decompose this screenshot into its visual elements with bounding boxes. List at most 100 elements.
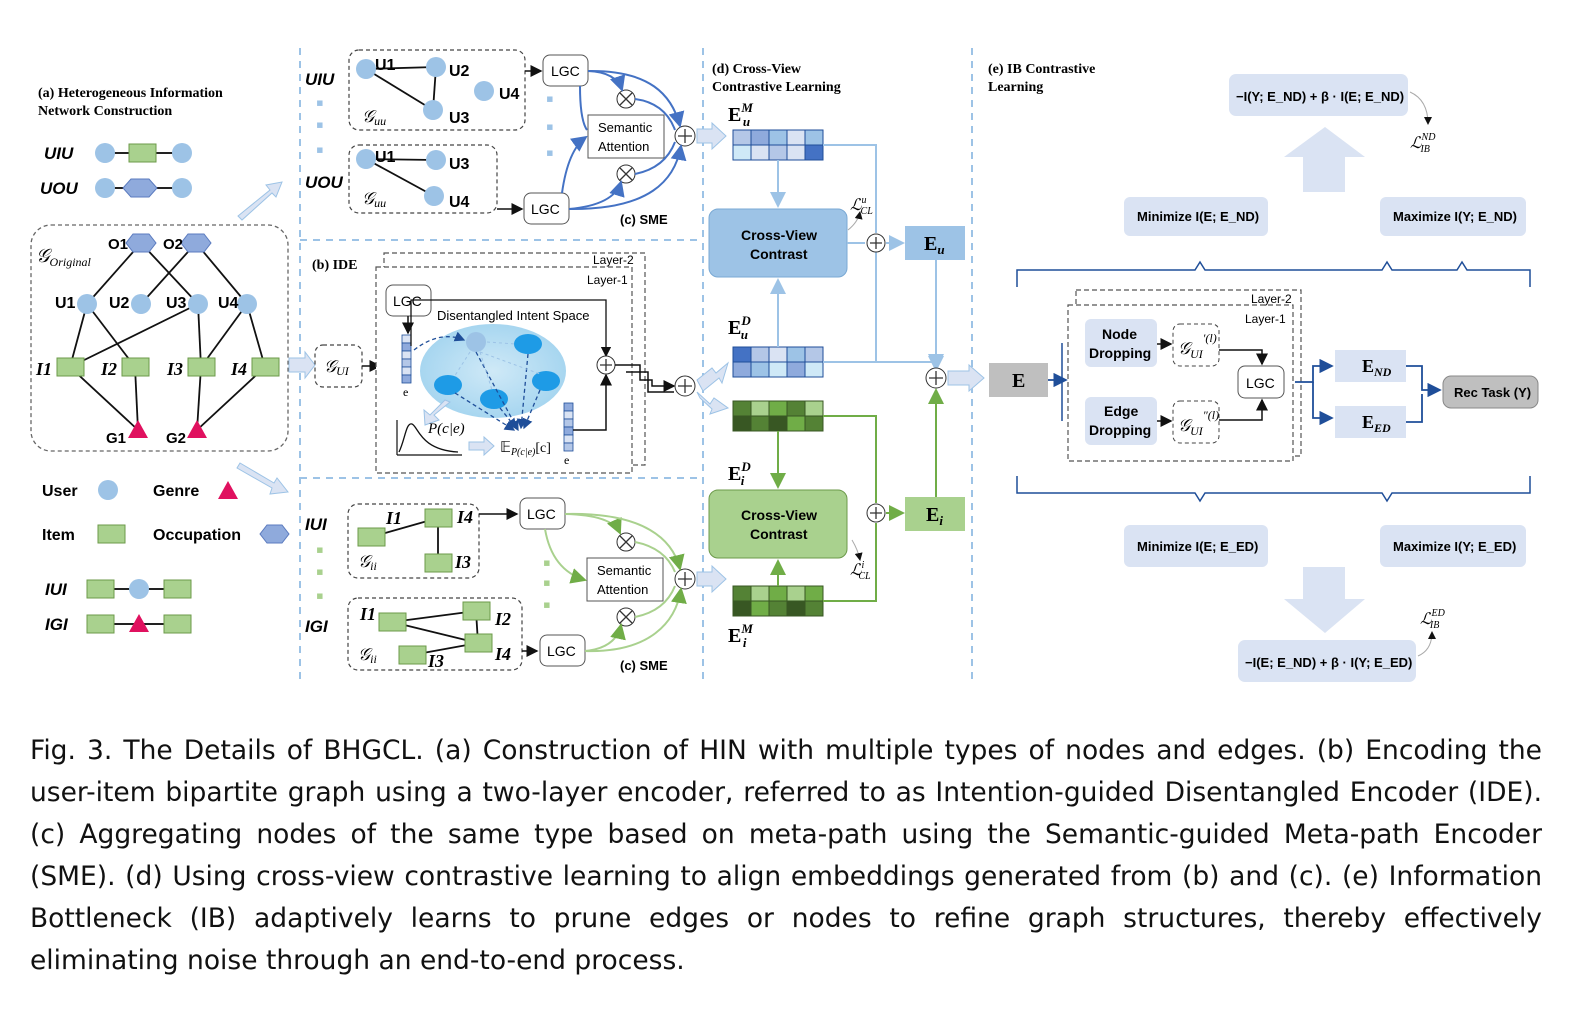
up-arrow	[1284, 127, 1365, 192]
svg-text:I3: I3	[427, 651, 444, 671]
node-dropping-block	[1085, 319, 1157, 367]
panel-a-title-2: Network Construction	[38, 104, 172, 119]
user-label: U3	[166, 295, 187, 312]
svg-text:E: E	[1012, 370, 1025, 392]
svg-text:LGC: LGC	[527, 506, 556, 522]
svg-text:Layer-1: Layer-1	[587, 273, 628, 287]
svg-text:Layer-1: Layer-1	[1245, 312, 1286, 326]
eed-box	[1335, 406, 1406, 438]
ib-objective-bottom	[1238, 640, 1416, 682]
embedding-intent-vector	[563, 402, 574, 452]
svg-text:(d) Cross-View: (d) Cross-View	[712, 62, 802, 77]
svg-text:▪: ▪	[546, 140, 554, 165]
svg-text:▪: ▪	[543, 550, 551, 575]
user-label: U2	[109, 295, 130, 312]
svg-text:I4: I4	[494, 644, 511, 664]
svg-text:LGC: LGC	[547, 643, 576, 659]
cross-view-contrast-user	[708, 208, 848, 278]
svg-text:I4: I4	[456, 507, 473, 527]
svg-text:U4: U4	[499, 86, 520, 103]
svg-text:Cross-View: Cross-View	[741, 227, 817, 243]
original-graph-label: 𝒢Original	[36, 246, 92, 269]
svg-text:U3: U3	[449, 156, 470, 173]
item-node	[56, 357, 85, 377]
occupation-label: O2	[163, 236, 183, 253]
genre-label: G1	[106, 430, 126, 447]
figure-caption: Fig. 3. The Details of BHGCL. (a) Constr…	[30, 735, 1542, 976]
embedding-eu-m	[732, 129, 824, 161]
svg-text:▪: ▪	[316, 559, 324, 584]
svg-text:U1: U1	[375, 149, 396, 166]
svg-text:▪: ▪	[316, 537, 324, 562]
svg-text:Semantic: Semantic	[597, 563, 652, 578]
svg-text:Minimize I(E; E_ED): Minimize I(E; E_ED)	[1137, 539, 1258, 554]
svg-text:I2: I2	[494, 609, 511, 629]
ib-objective-top	[1229, 74, 1408, 116]
svg-text:e: e	[564, 453, 569, 467]
svg-text:UIU: UIU	[305, 70, 335, 89]
panel-a-title-1: (a) Heterogeneous Information	[38, 86, 223, 101]
uu-graph-box-1	[348, 49, 526, 131]
panel-b-ide: (b) IDE 𝒢UI Layer-2 Layer-1 LGC e Disent…	[312, 252, 730, 474]
legend-item: Item	[42, 527, 75, 544]
svg-text:LGC: LGC	[1246, 375, 1275, 391]
minimize-nd-box	[1124, 197, 1268, 236]
lgc-block	[1237, 365, 1285, 399]
svg-text:I1: I1	[359, 604, 376, 624]
eu-box	[905, 226, 965, 260]
maximize-nd-box	[1380, 197, 1526, 236]
svg-text:Contrast: Contrast	[750, 246, 808, 262]
user-node	[131, 294, 151, 314]
occupation-node	[125, 233, 157, 253]
pce-plot: P(c|e)	[396, 420, 465, 456]
cross-view-contrast-item	[708, 489, 848, 559]
user-label: U1	[55, 295, 76, 312]
svg-text:Ei: Ei	[926, 504, 943, 528]
svg-text:▪: ▪	[316, 90, 324, 115]
item-label: I1	[35, 359, 52, 379]
svg-text:Node: Node	[1102, 326, 1137, 342]
e-input-box	[989, 363, 1048, 397]
svg-text:Rec Task (Y): Rec Task (Y)	[1454, 385, 1531, 400]
svg-text:P(c|e): P(c|e)	[427, 421, 465, 437]
svg-text:Semantic: Semantic	[598, 120, 653, 135]
svg-text:▪: ▪	[543, 592, 551, 617]
embedding-ei-m	[732, 585, 824, 617]
svg-text:𝒢ii: 𝒢ii	[358, 645, 377, 666]
item-label: I2	[100, 359, 117, 379]
item-label: I4	[230, 359, 247, 379]
svg-text:Edge: Edge	[1104, 403, 1138, 419]
svg-text:IGI: IGI	[305, 617, 329, 636]
svg-text:𝒢uu: 𝒢uu	[362, 107, 386, 128]
svg-text:I1: I1	[385, 508, 402, 528]
svg-text:Dropping: Dropping	[1089, 345, 1151, 361]
semantic-attention-block	[586, 557, 664, 602]
embedding-e-vector	[401, 334, 412, 384]
meta-path-uiu-label: UIU	[44, 144, 74, 163]
item-node	[86, 579, 115, 599]
svg-text:EDu: EDu	[728, 313, 751, 342]
genre-node	[129, 614, 149, 632]
svg-text:EED: EED	[1362, 412, 1391, 435]
user-node	[172, 143, 192, 163]
svg-text:▪: ▪	[543, 570, 551, 595]
svg-text:Contrastive Learning: Contrastive Learning	[712, 80, 841, 95]
legend-occupation: Occupation	[153, 527, 241, 544]
svg-text:Minimize I(E; E_ND): Minimize I(E; E_ND)	[1137, 209, 1259, 224]
svg-text:END: END	[1362, 356, 1392, 379]
svg-text:𝒢UI: 𝒢UI	[324, 357, 350, 378]
svg-text:(b) IDE: (b) IDE	[312, 258, 358, 273]
svg-text:▪: ▪	[316, 112, 324, 137]
svg-text:Cross-View: Cross-View	[741, 507, 817, 523]
legend-user-marker	[98, 480, 118, 500]
hollow-arrow-to-sme	[237, 181, 283, 221]
svg-text:−I(E; E_ND) + β · I(Y; E_ED): −I(E; E_ND) + β · I(Y; E_ED)	[1245, 655, 1412, 670]
embedding-ei-d	[732, 400, 824, 432]
hollow-arrow-to-sme-items	[236, 462, 289, 495]
svg-text:Dropping: Dropping	[1089, 422, 1151, 438]
